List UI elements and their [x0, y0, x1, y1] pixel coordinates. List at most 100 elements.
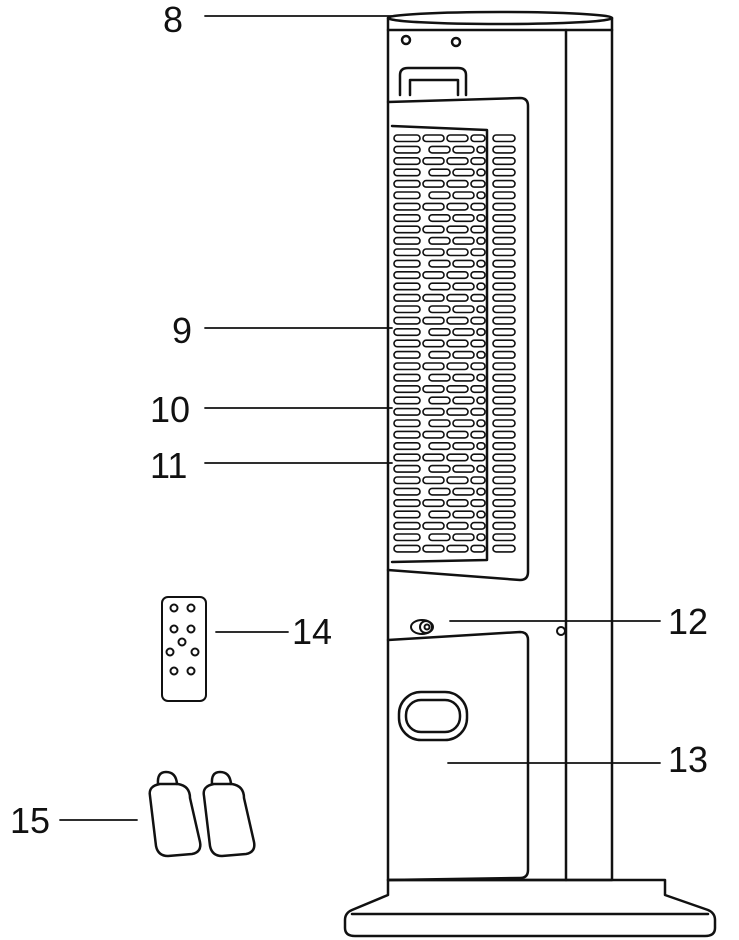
- grille-slot: [393, 339, 421, 348]
- side-vent-slot: [492, 430, 516, 439]
- grille-slot: [446, 157, 469, 166]
- side-vent-slot: [492, 316, 516, 325]
- grille-slot: [452, 350, 475, 359]
- side-vent-slot: [492, 202, 516, 211]
- side-vent-slot: [492, 293, 516, 302]
- grille-slot: [393, 248, 421, 257]
- grille-slot: [422, 521, 445, 530]
- remote-control: [161, 596, 207, 702]
- grille-slot: [446, 293, 469, 302]
- grille-slot: [452, 168, 475, 177]
- rear-grille-frame: [386, 96, 530, 582]
- grille-slot: [476, 145, 486, 154]
- grille-slot: [422, 407, 445, 416]
- grille-slot: [476, 259, 486, 268]
- grille-slot: [470, 316, 486, 325]
- grille-slot: [393, 430, 421, 439]
- grille-slot: [422, 134, 445, 143]
- grille-slot: [422, 384, 445, 394]
- grille-slot: [422, 179, 445, 188]
- grille-slot: [393, 236, 421, 245]
- grille-slot: [470, 157, 486, 166]
- grille-slot: [393, 396, 421, 405]
- grille-slot: [428, 464, 451, 473]
- grille-slot: [393, 419, 421, 428]
- callout-9: 9: [172, 310, 193, 351]
- grille-slot: [452, 373, 475, 382]
- grille-slot: [446, 476, 469, 485]
- grille-slot: [446, 339, 469, 348]
- grille-slot: [393, 327, 421, 337]
- grille-slot: [422, 202, 445, 211]
- side-vent-slot: [492, 544, 516, 553]
- grille-slot: [476, 419, 486, 428]
- grille-slot: [452, 214, 475, 223]
- side-vent-slot: [492, 305, 516, 314]
- grille-slot: [393, 533, 421, 542]
- grille-slot: [422, 157, 445, 166]
- grille-slot: [422, 498, 445, 508]
- grille-slot: [470, 179, 486, 188]
- grille-slot: [422, 476, 445, 485]
- side-vent-slot: [492, 441, 516, 451]
- side-vent-slot: [492, 362, 516, 371]
- grille-slot: [428, 214, 451, 223]
- grille-slot: [428, 168, 451, 177]
- grille-slot: [393, 305, 421, 314]
- grille-slot: [446, 248, 469, 257]
- side-vent-slot: [492, 419, 516, 428]
- grille-slot: [422, 316, 445, 325]
- grille-slot: [470, 270, 486, 280]
- callout-13: 13: [668, 739, 709, 780]
- grille-slot: [393, 498, 421, 508]
- grille-slot: [446, 544, 469, 553]
- grille-slot: [446, 270, 469, 280]
- grille-slot: [470, 384, 486, 394]
- grille-slot: [393, 270, 421, 280]
- grille-slot: [470, 362, 486, 371]
- grille-slot: [446, 498, 469, 508]
- grille-slot: [452, 510, 475, 519]
- side-vent-slot: [492, 225, 516, 234]
- grille-slot: [470, 498, 486, 508]
- grille-slot: [452, 327, 475, 337]
- grille-slot: [452, 396, 475, 405]
- callout-12: 12: [668, 601, 709, 642]
- grille-slot: [393, 316, 421, 325]
- grille-slot: [470, 521, 486, 530]
- grille-slot: [393, 453, 421, 462]
- grille-slot: [428, 487, 451, 496]
- grille-slot: [428, 396, 451, 405]
- grille-slot: [470, 339, 486, 348]
- leader-lines: [59, 15, 661, 821]
- side-vent-slot: [492, 157, 516, 166]
- grille-slot: [452, 305, 475, 314]
- grille-slot: [476, 168, 486, 177]
- grille-slot: [393, 179, 421, 188]
- side-vent-slot: [492, 236, 516, 245]
- grille-slot: [470, 202, 486, 211]
- side-vent-slot: [492, 384, 516, 394]
- grille-slot: [476, 305, 486, 314]
- grille-slot: [452, 259, 475, 268]
- water-tank: [386, 630, 530, 882]
- grille-slot: [422, 453, 445, 462]
- grille-slot: [393, 350, 421, 359]
- grille-slot: [393, 157, 421, 166]
- grille-slot: [446, 430, 469, 439]
- grille-slot: [446, 521, 469, 530]
- grille-slot: [393, 373, 421, 382]
- grille-slot: [393, 487, 421, 496]
- grille-slot: [470, 225, 486, 234]
- grille-slot: [393, 259, 421, 268]
- grille-slot: [452, 487, 475, 496]
- grille-slot: [422, 293, 445, 302]
- side-vent-slot: [492, 282, 516, 291]
- tower-body: [386, 10, 614, 882]
- side-vent-slot: [492, 498, 516, 508]
- grille-slot: [476, 464, 486, 473]
- grille-slot: [428, 419, 451, 428]
- carry-handle: [398, 66, 468, 97]
- grille-slot: [452, 441, 475, 451]
- grille-slot: [470, 248, 486, 257]
